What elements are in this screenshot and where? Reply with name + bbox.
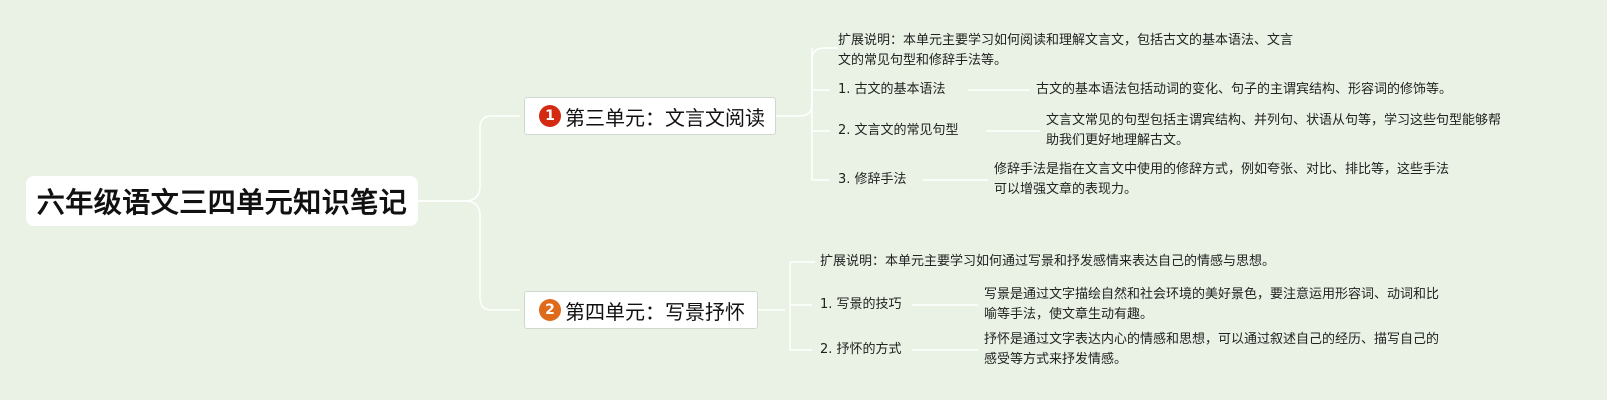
unit3-item2-desc-line2: 助我们更好地理解古文。	[1046, 133, 1190, 148]
unit4-note-line1: 扩展说明：本单元主要学习如何通过写景和抒发感情来表达自己的情感与思想。	[820, 254, 1276, 269]
unit3-badge: 1	[539, 105, 561, 127]
unit4-item2-desc[interactable]: 抒怀是通过文字表达内心的情感和思想，可以通过叙述自己的经历、描写自己的 感受等方…	[984, 330, 1439, 370]
unit4-item2-desc-line2: 感受等方式来抒发情感。	[984, 352, 1128, 367]
unit3-node[interactable]: 1 第三单元：文言文阅读	[524, 97, 776, 135]
unit3-note-line2: 文的常见句型和修辞手法等。	[838, 53, 1008, 68]
unit3-item1-desc[interactable]: 古文的基本语法包括动词的变化、句子的主谓宾结构、形容词的修饰等。	[1036, 80, 1452, 100]
unit3-item3-desc-line2: 可以增强文章的表现力。	[994, 182, 1138, 197]
unit4-item1-desc-line2: 喻等手法，使文章生动有趣。	[984, 307, 1154, 322]
unit3-note-line1: 扩展说明：本单元主要学习如何阅读和理解文言文，包括古文的基本语法、文言	[838, 33, 1294, 48]
root-node[interactable]: 六年级语文三四单元知识笔记	[26, 176, 418, 226]
unit3-note[interactable]: 扩展说明：本单元主要学习如何阅读和理解文言文，包括古文的基本语法、文言 文的常见…	[838, 31, 1293, 71]
unit3-item2-label[interactable]: 2. 文言文的常见句型	[838, 123, 959, 138]
unit4-title: 第四单元：写景抒怀	[565, 299, 745, 324]
unit3-item2-desc[interactable]: 文言文常见的句型包括主谓宾结构、并列句、状语从句等，学习这些句型能够帮 助我们更…	[1046, 111, 1501, 151]
unit3-item3-desc-line1: 修辞手法是指在文言文中使用的修辞方式，例如夸张、对比、排比等，这些手法	[994, 162, 1450, 177]
unit3-item3-desc[interactable]: 修辞手法是指在文言文中使用的修辞方式，例如夸张、对比、排比等，这些手法 可以增强…	[994, 160, 1449, 200]
unit4-item2-desc-line1: 抒怀是通过文字表达内心的情感和思想，可以通过叙述自己的经历、描写自己的	[984, 332, 1440, 347]
root-title: 六年级语文三四单元知识笔记	[36, 186, 408, 219]
unit3-item1-desc-line1: 古文的基本语法包括动词的变化、句子的主谓宾结构、形容词的修饰等。	[1036, 82, 1453, 97]
unit3-title: 第三单元：文言文阅读	[565, 105, 765, 130]
edge-unit3-note	[799, 47, 838, 117]
unit4-item1-desc-line1: 写景是通过文字描绘自然和社会环境的美好景色，要注意运用形容词、动词和比	[984, 287, 1440, 302]
edge-root-unit4	[418, 200, 520, 311]
unit3-item3-label[interactable]: 3. 修辞手法	[838, 172, 907, 187]
unit4-node[interactable]: 2 第四单元：写景抒怀	[524, 291, 758, 329]
unit3-item1-label[interactable]: 1. 古文的基本语法	[838, 82, 946, 97]
edge-root-unit3	[418, 115, 520, 202]
unit4-note[interactable]: 扩展说明：本单元主要学习如何通过写景和抒发感情来表达自己的情感与思想。	[820, 252, 1275, 272]
unit4-item1-desc[interactable]: 写景是通过文字描绘自然和社会环境的美好景色，要注意运用形容词、动词和比 喻等手法…	[984, 285, 1439, 325]
unit4-badge: 2	[539, 299, 561, 321]
unit4-item2-label[interactable]: 2. 抒怀的方式	[820, 342, 902, 357]
unit3-item2-desc-line1: 文言文常见的句型包括主谓宾结构、并列句、状语从句等，学习这些句型能够帮	[1046, 113, 1502, 128]
unit4-item1-label[interactable]: 1. 写景的技巧	[820, 297, 902, 312]
